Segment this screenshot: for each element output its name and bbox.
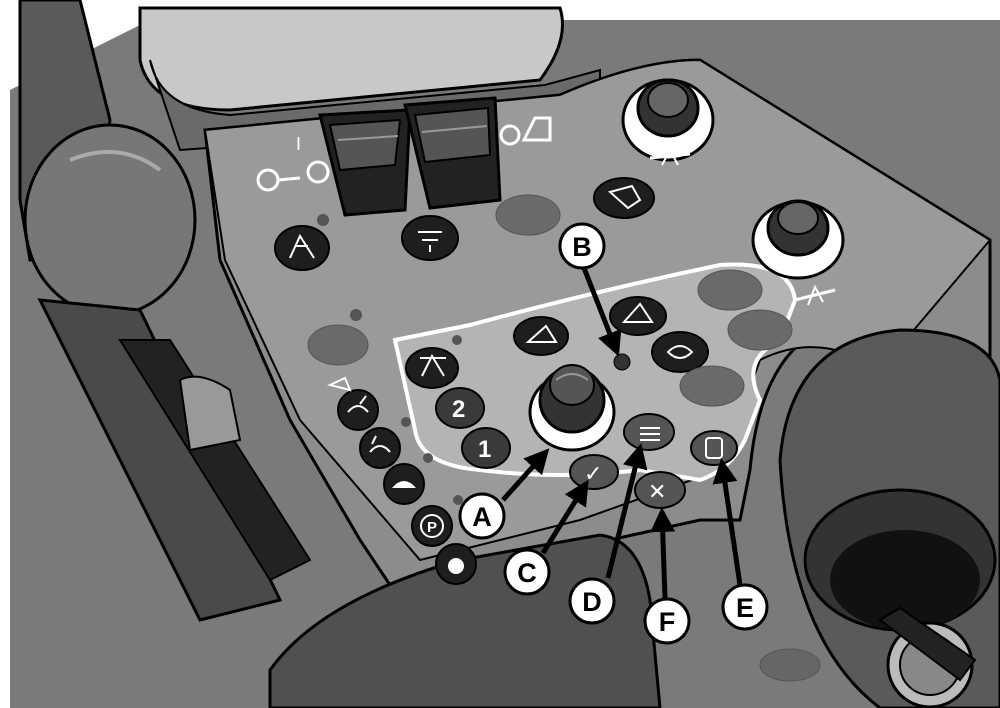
spare-button-upper[interactable] xyxy=(495,194,561,236)
lever-knob-highlight xyxy=(69,150,162,172)
rabbit-icon xyxy=(347,395,369,413)
spare-button-panel-1[interactable] xyxy=(697,269,763,311)
callout-f: F xyxy=(643,597,691,645)
indicator-light-b xyxy=(613,353,631,371)
float-icon xyxy=(525,324,558,343)
washer-icon xyxy=(418,231,442,252)
joystick[interactable] xyxy=(528,364,616,452)
park-brake-icon xyxy=(448,558,464,574)
hitch-icon xyxy=(289,233,315,259)
knob-right-symbol-icon xyxy=(794,284,836,306)
callout-e: E xyxy=(721,583,769,631)
ignition-key[interactable] xyxy=(878,606,977,682)
confirm-icon: ✓ xyxy=(584,462,602,487)
callout-b: B xyxy=(558,222,606,270)
info-icon xyxy=(705,437,723,459)
knob-top-right[interactable] xyxy=(621,78,715,162)
callout-a: A xyxy=(458,492,506,540)
indicator-led-2 xyxy=(350,309,362,321)
arrow-f xyxy=(650,507,676,599)
hitch-button[interactable] xyxy=(274,225,330,271)
loader-symbol-icon xyxy=(499,116,552,146)
rocker-switch-right[interactable] xyxy=(403,96,502,210)
park-label: P xyxy=(427,519,437,536)
boom-height-icon xyxy=(666,345,694,359)
callout-arrows xyxy=(501,267,743,599)
arrow-a xyxy=(501,448,550,502)
indicator-led-4 xyxy=(423,453,433,463)
bottom-pad xyxy=(759,648,821,682)
spare-button-left[interactable] xyxy=(307,324,369,366)
svg-text:F: F xyxy=(659,607,676,637)
svg-text:C: C xyxy=(517,558,537,588)
cup-holder-hole xyxy=(830,530,980,630)
svg-text:E: E xyxy=(736,593,754,623)
rocker-switch-left[interactable] xyxy=(318,108,412,217)
drive-mode-icon xyxy=(327,376,352,392)
menu-icon xyxy=(640,427,660,441)
indicator-led-1 xyxy=(317,214,329,226)
joystick-panel xyxy=(392,262,798,483)
svg-text:B: B xyxy=(572,232,592,262)
arrow-c xyxy=(540,479,589,555)
callout-d: D xyxy=(568,577,616,625)
park-button[interactable] xyxy=(411,505,453,547)
boom-height-button[interactable] xyxy=(651,331,709,373)
arrow-e xyxy=(712,458,743,586)
gear-1-label: 1 xyxy=(478,436,491,463)
arrow-d xyxy=(605,443,648,579)
medium-speed-icon xyxy=(369,435,391,453)
spare-button-panel-3[interactable] xyxy=(679,365,745,407)
cancel-icon: ✕ xyxy=(648,480,666,505)
callout-c: C xyxy=(503,548,551,596)
svg-text:A: A xyxy=(472,502,492,532)
menu-button[interactable] xyxy=(623,413,675,451)
auto-hitch-icon xyxy=(420,353,446,377)
auto-hitch-button[interactable] xyxy=(405,347,459,389)
indicator-led-5 xyxy=(453,495,463,505)
knob-right[interactable] xyxy=(751,199,845,280)
bucket-button[interactable] xyxy=(593,177,655,219)
park-ring-icon xyxy=(420,514,444,538)
washer-button[interactable] xyxy=(401,215,459,261)
lever-gate xyxy=(178,375,242,452)
key-switch-off-mark: I xyxy=(296,134,301,154)
speed-medium-button[interactable] xyxy=(359,427,401,469)
speed-rabbit-button[interactable] xyxy=(337,389,379,431)
gear-2-label: 2 xyxy=(452,396,465,423)
seat-back xyxy=(138,6,564,112)
arrow-b xyxy=(581,267,622,357)
spare-button-panel-2[interactable] xyxy=(727,309,793,351)
gear-2-button[interactable] xyxy=(435,387,485,429)
info-button[interactable] xyxy=(690,430,738,466)
float-button[interactable] xyxy=(513,316,569,356)
svg-text:D: D xyxy=(582,587,602,617)
indicator-led-3 xyxy=(401,417,411,427)
bucket-icon xyxy=(607,184,642,210)
gear-1-button[interactable] xyxy=(461,427,511,469)
turtle-icon xyxy=(392,481,416,488)
key-symbol-icon: I xyxy=(256,134,330,192)
return-to-dig-icon xyxy=(621,302,654,323)
return-to-dig-button[interactable] xyxy=(609,296,667,336)
lever-shaft xyxy=(37,298,283,622)
knob-top-right-symbol-icon xyxy=(649,147,691,166)
indicator-led-panel xyxy=(452,335,462,345)
lever-slot xyxy=(118,339,312,582)
